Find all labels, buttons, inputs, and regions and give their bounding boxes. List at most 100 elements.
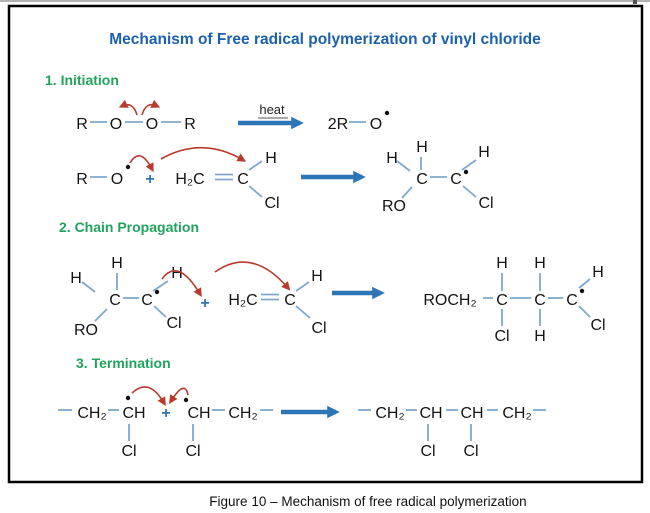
coefficient-2r: 2R bbox=[328, 116, 348, 133]
section-label-initiation: 1. Initiation bbox=[45, 72, 119, 88]
group-ch: CH bbox=[419, 405, 442, 422]
plus-sign: + bbox=[200, 295, 209, 312]
group-ch2: CH₂ bbox=[375, 405, 404, 422]
initiation-addition-equation: R O + H₂C C H Cl bbox=[76, 146, 366, 212]
atom-c: C bbox=[141, 292, 153, 309]
plus-sign: + bbox=[145, 171, 154, 188]
atom-cl: Cl bbox=[494, 328, 509, 345]
bond bbox=[578, 305, 591, 318]
atom-r: R bbox=[76, 116, 88, 133]
curved-arrow-pi-shift bbox=[160, 146, 247, 162]
page-title: Mechanism of Free radical polymerization… bbox=[109, 31, 541, 48]
heat-label: heat bbox=[259, 102, 285, 117]
atom-cl: Cl bbox=[463, 443, 478, 460]
radical-dot bbox=[384, 110, 390, 116]
atom-h: H bbox=[265, 150, 277, 167]
section-label-termination: 3. Termination bbox=[76, 355, 171, 371]
propagation-product-structure: ROCH₂ C C C H H H Cl H Cl bbox=[423, 255, 605, 345]
radical-dot bbox=[463, 169, 469, 175]
curved-arrow-coupling-left bbox=[131, 386, 166, 407]
atom-h: H bbox=[416, 139, 428, 156]
bond bbox=[578, 278, 591, 289]
bond-c-cl bbox=[295, 305, 311, 319]
atom-h: H bbox=[496, 255, 508, 272]
curved-arrow-coupling-right bbox=[169, 387, 189, 404]
group-ro: RO bbox=[382, 198, 406, 215]
atom-r: R bbox=[76, 171, 88, 188]
atom-h: H bbox=[534, 328, 546, 345]
bond bbox=[153, 305, 167, 318]
section-label-propagation: 2. Chain Propagation bbox=[59, 219, 199, 235]
bond bbox=[152, 280, 169, 292]
atom-h: H bbox=[386, 150, 398, 167]
group-ch2: CH₂ bbox=[77, 405, 106, 422]
bond bbox=[94, 308, 108, 322]
bond bbox=[462, 185, 477, 198]
atom-h: H bbox=[111, 255, 123, 272]
atom-c: C bbox=[284, 292, 296, 309]
plus-sign: + bbox=[161, 405, 170, 422]
curved-arrow-homolysis-right bbox=[141, 99, 161, 116]
termination-reactants: CH₂ CH Cl + CH Cl CH₂ bbox=[58, 386, 340, 460]
atom-h: H bbox=[534, 255, 546, 272]
atom-c: C bbox=[450, 171, 462, 188]
atom-cl: Cl bbox=[311, 320, 326, 337]
atom-o: O bbox=[146, 116, 158, 133]
bond bbox=[461, 159, 477, 171]
radical-dot bbox=[183, 397, 189, 403]
atom-cl: Cl bbox=[166, 315, 181, 332]
atom-c: C bbox=[566, 292, 578, 309]
radical-dot bbox=[154, 289, 160, 295]
termination-product-structure: CH₂ CH CH CH₂ Cl Cl bbox=[358, 405, 546, 460]
atom-cl: Cl bbox=[185, 443, 200, 460]
atom-r: R bbox=[184, 116, 196, 133]
atom-cl: Cl bbox=[264, 195, 279, 212]
atom-c: C bbox=[237, 171, 249, 188]
curved-arrow-radical-attack bbox=[161, 270, 202, 298]
propagation-monomer-equation: + H₂C C H Cl bbox=[161, 261, 385, 337]
radical-dot bbox=[125, 395, 131, 401]
atom-c: C bbox=[109, 292, 121, 309]
bond bbox=[401, 186, 413, 199]
atom-cl: Cl bbox=[478, 195, 493, 212]
atom-h: H bbox=[478, 144, 490, 161]
figure-caption: Figure 10 – Mechanism of free radical po… bbox=[209, 494, 526, 509]
bond bbox=[396, 160, 411, 172]
atom-h: H bbox=[311, 268, 323, 285]
atom-o: O bbox=[110, 116, 122, 133]
group-h2c: H₂C bbox=[175, 171, 204, 188]
curved-arrow-pi-shift bbox=[214, 261, 291, 291]
figure-border bbox=[7, 4, 644, 484]
group-ro: RO bbox=[74, 322, 98, 339]
radical-dot bbox=[125, 164, 131, 170]
group-h2c: H₂C bbox=[228, 292, 257, 309]
peroxide-homolysis-equation: R O O R heat 2R O bbox=[76, 99, 390, 133]
atom-h: H bbox=[171, 265, 183, 282]
group-ch2: CH₂ bbox=[228, 405, 257, 422]
atom-c: C bbox=[416, 171, 428, 188]
atom-c: C bbox=[534, 292, 546, 309]
group-ch: CH bbox=[122, 405, 145, 422]
bond-c-h bbox=[295, 281, 310, 292]
curved-arrow-radical-attack bbox=[129, 155, 154, 173]
atom-h: H bbox=[70, 270, 82, 287]
atom-h: H bbox=[592, 264, 604, 281]
initiation-adduct-structure: H H C C H RO Cl bbox=[382, 139, 494, 215]
radical-dot bbox=[579, 288, 585, 294]
atom-cl: Cl bbox=[590, 317, 605, 334]
atom-cl: Cl bbox=[420, 443, 435, 460]
bond-c-cl bbox=[248, 185, 263, 198]
group-roch2: ROCH₂ bbox=[423, 292, 476, 309]
bond bbox=[81, 281, 96, 293]
atom-c: C bbox=[496, 292, 508, 309]
atom-o: O bbox=[370, 116, 382, 133]
group-ch: CH bbox=[460, 405, 483, 422]
bond-c-h bbox=[248, 160, 263, 171]
group-ch2: CH₂ bbox=[502, 405, 531, 422]
curved-arrow-homolysis-left bbox=[118, 99, 138, 116]
group-ch: CH bbox=[187, 405, 210, 422]
atom-cl: Cl bbox=[121, 443, 136, 460]
atom-o: O bbox=[111, 171, 123, 188]
